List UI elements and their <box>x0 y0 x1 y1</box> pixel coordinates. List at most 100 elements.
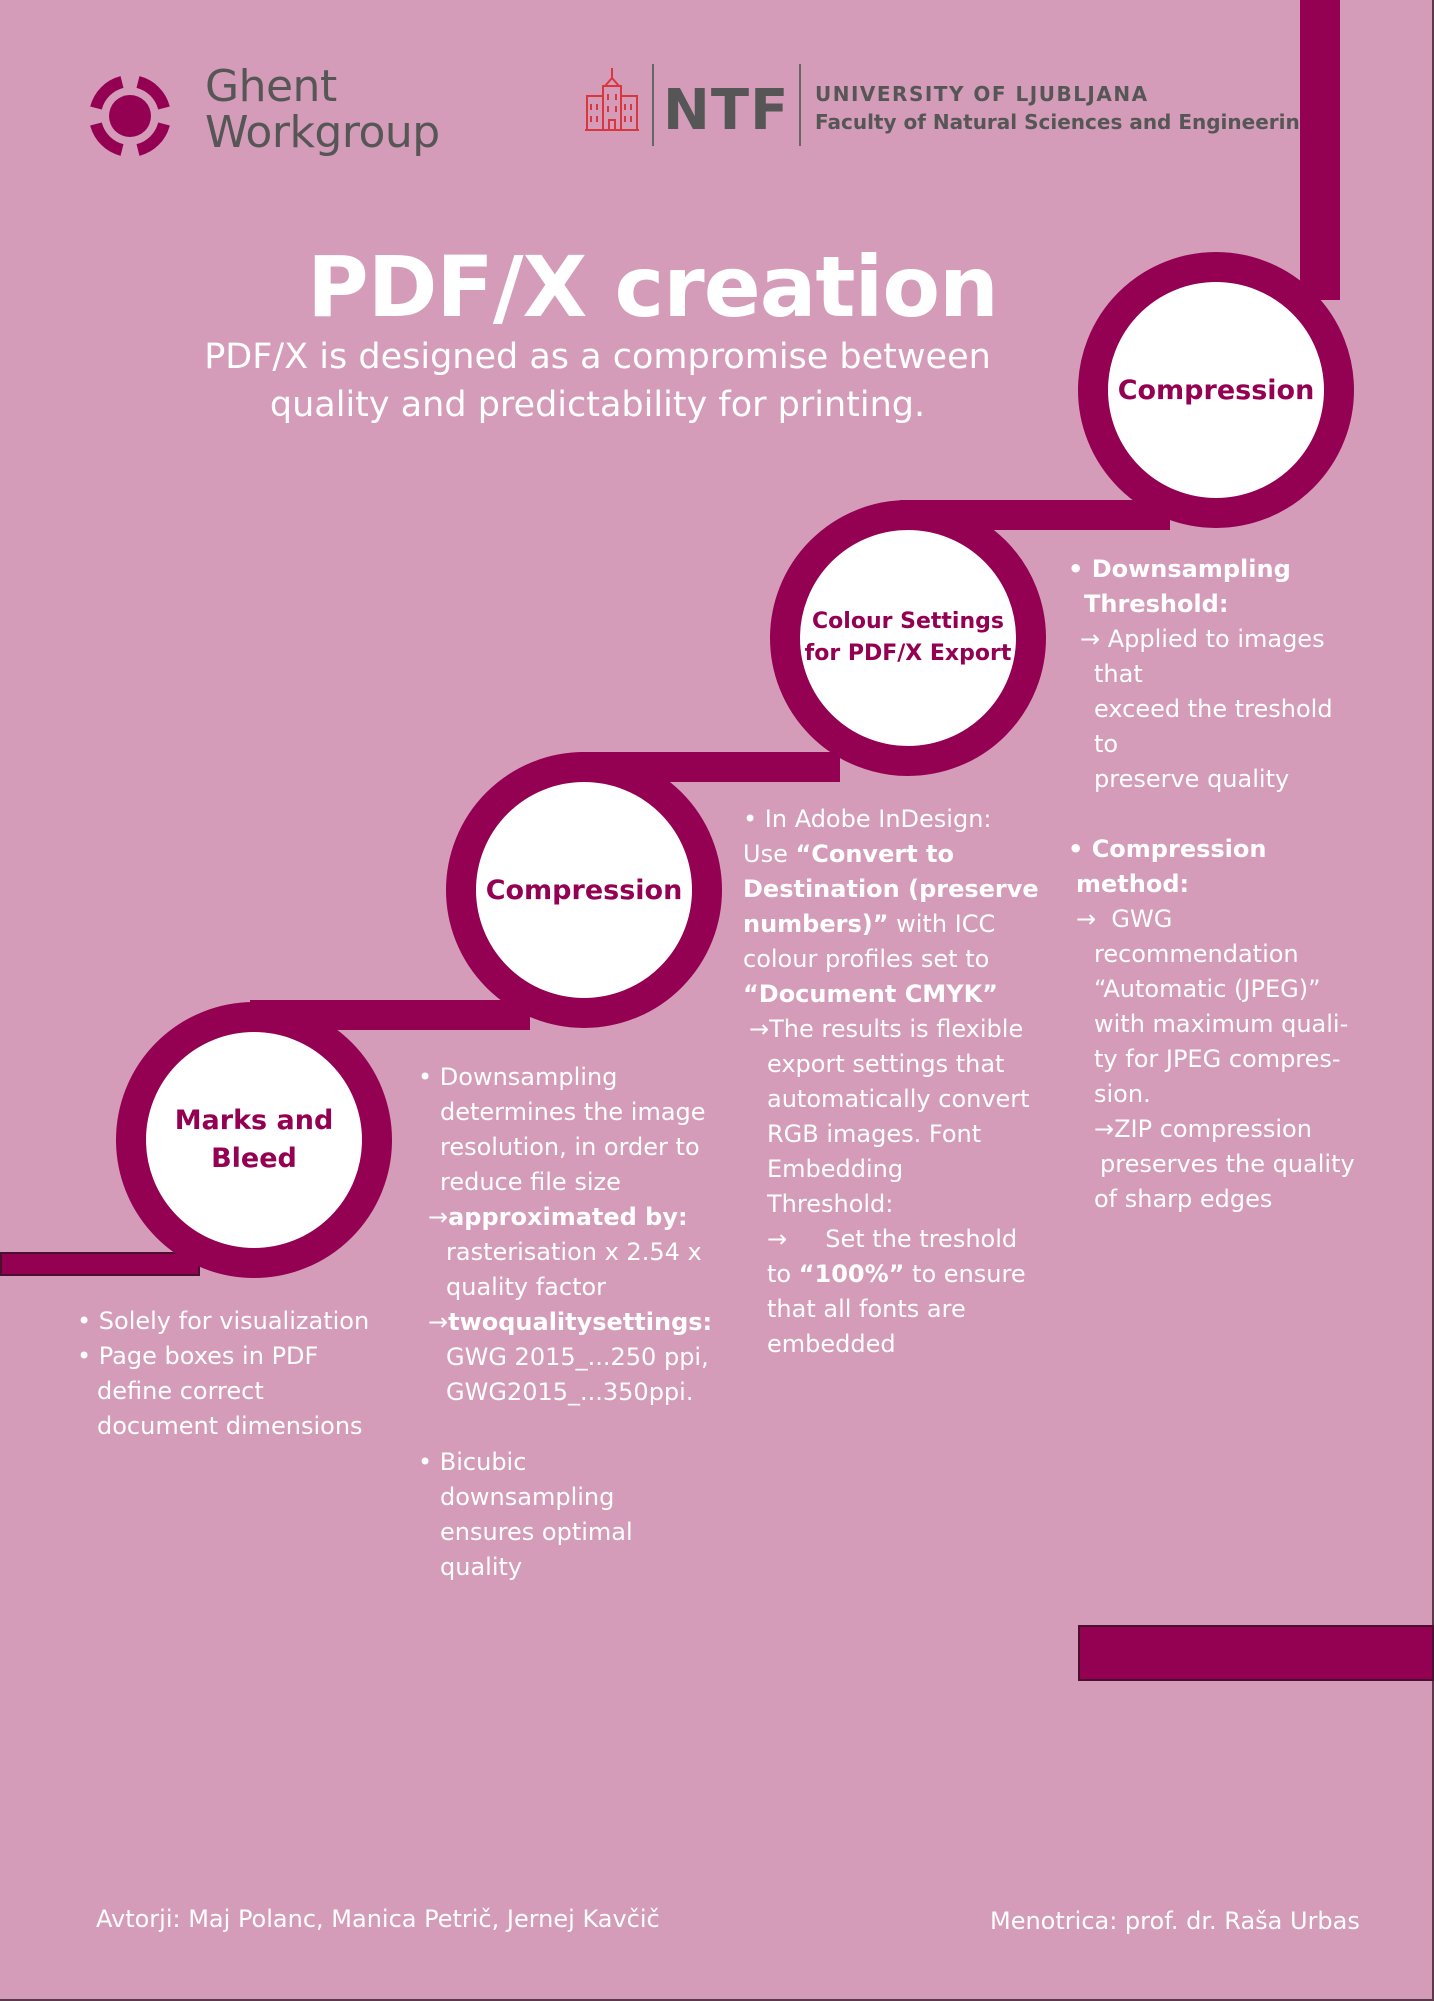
subtitle-line: quality and predictability for printing. <box>269 385 926 425</box>
bold-text: “Convert to <box>795 840 954 868</box>
text-line: with maximum quali- <box>1094 1010 1349 1038</box>
text-line: rasterisation x 2.54 x <box>446 1238 702 1266</box>
bold-text: approximated by: <box>448 1203 688 1231</box>
text-line: exceed the treshold <box>1094 695 1333 723</box>
page-subtitle: PDF/X is designed as a compromise betwee… <box>0 333 1195 429</box>
text-line: GWG2015_...350ppi. <box>446 1378 694 1406</box>
bold-text: • Compression <box>1068 835 1267 863</box>
text-line: preserves the quality <box>1100 1150 1355 1178</box>
bold-text: method: <box>1076 870 1190 898</box>
text-span: Use <box>743 840 796 868</box>
text-line: • Downsampling <box>1068 552 1368 587</box>
text-line: downsampling <box>440 1483 615 1511</box>
compression-2-text: • Downsampling Threshold: → Applied to i… <box>1068 552 1368 1217</box>
step-label-compression: Compression <box>485 874 683 906</box>
bold-text: “100%” <box>798 1260 905 1288</box>
faculty-name: Faculty of Natural Sciences and Engineer… <box>815 110 1315 134</box>
logo-divider <box>799 64 801 146</box>
bold-text: • Downsampling <box>1068 555 1291 583</box>
text-span: to ensure <box>904 1260 1026 1288</box>
ghent-workgroup-logo-icon <box>90 76 170 156</box>
text-line: • Solely for visualization <box>77 1307 370 1335</box>
workgroup-line: Workgroup <box>205 107 440 158</box>
text-line: document dimensions <box>97 1412 363 1440</box>
step-label-marks: Marks and <box>174 1105 334 1136</box>
compression-1-text: • Downsampling determines the image reso… <box>418 1060 718 1585</box>
text-line: • In Adobe InDesign: <box>743 805 992 833</box>
text-line: “Document CMYK” <box>743 977 1043 1012</box>
text-line: reduce file size <box>440 1168 621 1196</box>
bold-text: twoqualitysettings: <box>448 1308 713 1336</box>
ntf-logo-text: NTF <box>663 78 790 143</box>
step-circle-compression-2: Compression <box>1078 252 1354 528</box>
text-line: → Applied to images <box>1080 625 1325 653</box>
text-line: →twoqualitysettings: <box>418 1305 718 1340</box>
top-vertical-bar <box>1300 0 1340 300</box>
university-building-icon <box>585 68 639 131</box>
text-span: with ICC <box>888 910 996 938</box>
text-line: define correct <box>97 1377 264 1405</box>
marks-bleed-text: • Solely for visualization • Page boxes … <box>77 1304 397 1444</box>
logo-divider <box>652 64 654 146</box>
step-label-bleed: Bleed <box>211 1143 297 1174</box>
text-line: Threshold: <box>767 1190 894 1218</box>
text-line: recommendation <box>1094 940 1299 968</box>
text-line: to “100%” to ensure <box>743 1257 1043 1292</box>
text-line: ty for JPEG compres- <box>1094 1045 1341 1073</box>
text-line: determines the image <box>440 1098 706 1126</box>
university-name: UNIVERSITY OF LJUBLJANA <box>815 82 1149 106</box>
text-line: →The results is flexible <box>749 1015 1024 1043</box>
text-line: • Compression <box>1068 832 1368 867</box>
step-label-colour-1: Colour Settings <box>812 609 1004 634</box>
text-line: Threshold: <box>1068 587 1368 622</box>
text-line: →approximated by: <box>418 1200 718 1235</box>
bottom-right-bar <box>1078 1625 1434 1681</box>
step-circle-colour-settings: Colour Settings for PDF/X Export <box>770 500 1046 776</box>
text-line: to <box>1094 730 1119 758</box>
step-label-colour-2: for PDF/X Export <box>804 641 1012 666</box>
text-line: → Set the treshold <box>767 1225 1018 1253</box>
mentor: Menotrica: prof. dr. Raša Urbas <box>990 1907 1360 1935</box>
text-line: numbers)” with ICC <box>743 907 1043 942</box>
colour-settings-text: • In Adobe InDesign: Use “Convert to Des… <box>743 802 1043 1362</box>
text-line: →ZIP compression <box>1094 1115 1312 1143</box>
step-label-compression: Compression <box>1117 374 1315 406</box>
page-title: PDF/X creation <box>307 238 999 336</box>
text-line: Embedding <box>767 1155 904 1183</box>
bold-text: Destination (preserve <box>743 875 1039 903</box>
bottom-left-bar <box>0 1252 200 1276</box>
text-line: colour profiles set to <box>743 945 990 973</box>
text-line: Destination (preserve <box>743 872 1043 907</box>
text-line: • Downsampling <box>418 1063 618 1091</box>
text-line: ensures optimal <box>440 1518 633 1546</box>
arrow-icon: → <box>428 1203 449 1231</box>
arrow-icon: → <box>428 1308 449 1336</box>
text-line: GWG 2015_...250 ppi, <box>446 1343 709 1371</box>
text-line: quality factor <box>446 1273 607 1301</box>
text-line: preserve quality <box>1094 765 1290 793</box>
text-line: of sharp edges <box>1094 1185 1273 1213</box>
text-line: method: <box>1068 867 1368 902</box>
ghent-workgroup-name: Ghent Workgroup <box>205 64 440 156</box>
text-line: embedded <box>767 1330 896 1358</box>
bold-text: numbers)” <box>743 910 889 938</box>
text-line: • Page boxes in PDF <box>77 1342 319 1370</box>
text-line: that <box>1094 660 1143 688</box>
text-line: that all fonts are <box>767 1295 966 1323</box>
text-line: automatically convert <box>767 1085 1030 1113</box>
step-circle-marks-bleed: Marks and Bleed <box>116 1002 392 1278</box>
step-circle-compression-1: Compression <box>446 752 722 1028</box>
ghent-line: Ghent <box>205 61 337 112</box>
text-line: → GWG <box>1076 905 1173 933</box>
text-line: sion. <box>1094 1080 1151 1108</box>
authors: Avtorji: Maj Polanc, Manica Petrič, Jern… <box>96 1905 660 1933</box>
text-line: resolution, in order to <box>440 1133 700 1161</box>
text-line: quality <box>440 1553 523 1581</box>
text-span: to <box>767 1260 799 1288</box>
text-line: • Bicubic <box>418 1448 527 1476</box>
text-line: export settings that <box>767 1050 1005 1078</box>
text-line: “Automatic (JPEG)” <box>1094 975 1321 1003</box>
text-line: Use “Convert to <box>743 837 1043 872</box>
text-line: RGB images. Font <box>767 1120 982 1148</box>
bold-text: Threshold: <box>1084 590 1229 618</box>
